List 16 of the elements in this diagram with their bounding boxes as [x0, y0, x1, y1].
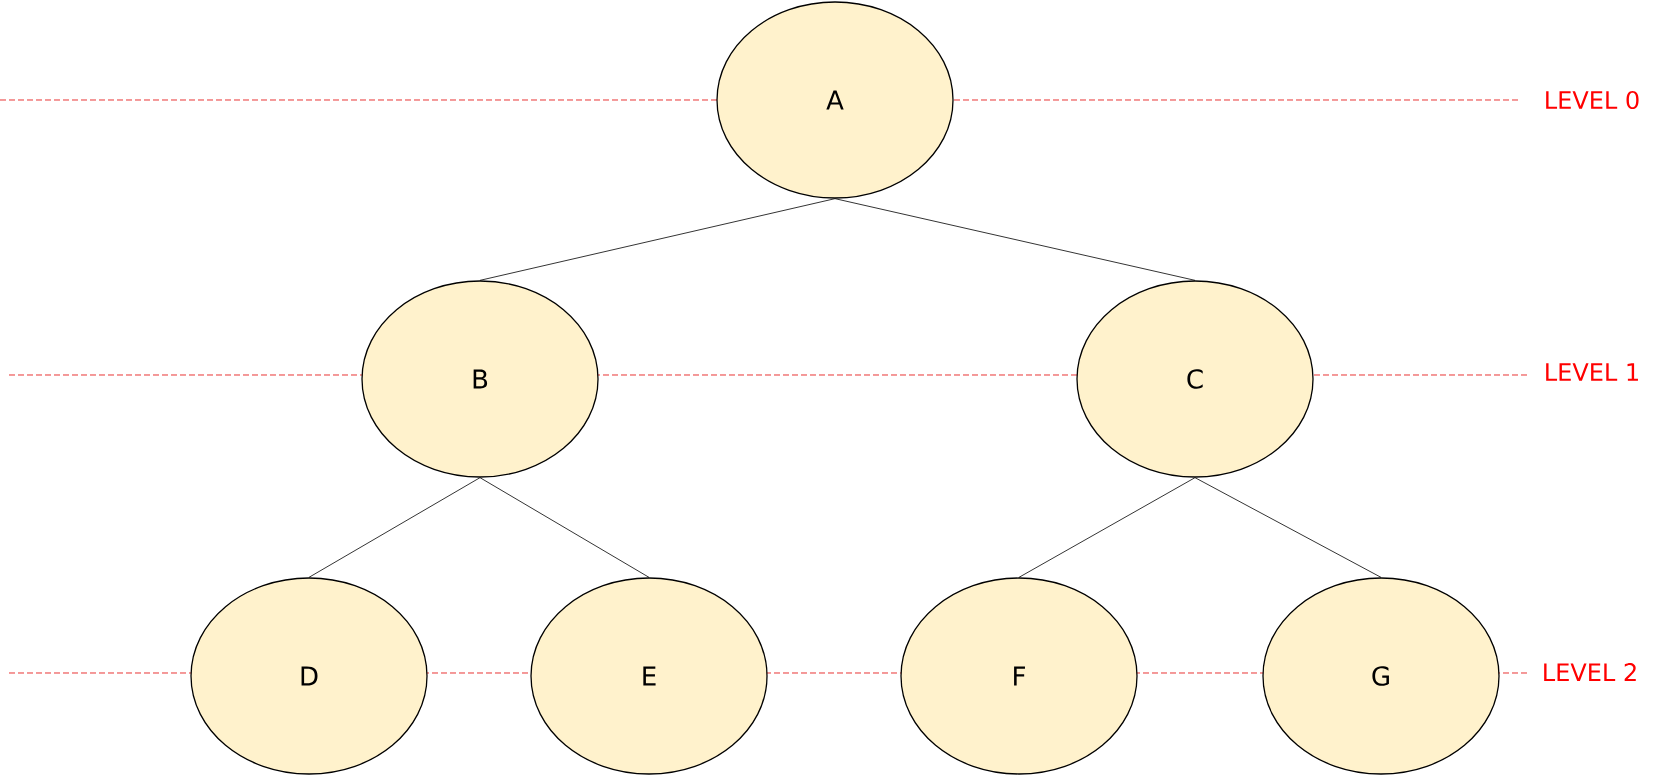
tree-node: F — [900, 577, 1138, 775]
tree-node: D — [190, 577, 428, 775]
level-label: LEVEL 0 — [1546, 90, 1639, 110]
tree-node: G — [1262, 577, 1500, 775]
level-label: LEVEL 1 — [1546, 363, 1638, 381]
level-label: LEVEL 2 — [1544, 663, 1636, 681]
tree-edge — [308, 477, 481, 578]
tree-node: A — [716, 1, 954, 199]
tree-edge — [1018, 477, 1196, 578]
tree-edge — [479, 477, 650, 578]
tree-node: B — [361, 280, 599, 478]
tree-edge — [1194, 477, 1382, 578]
tree-node: E — [530, 577, 768, 775]
tree-node: C — [1076, 280, 1314, 478]
tree-edge — [479, 198, 836, 281]
tree-edge — [834, 198, 1196, 281]
